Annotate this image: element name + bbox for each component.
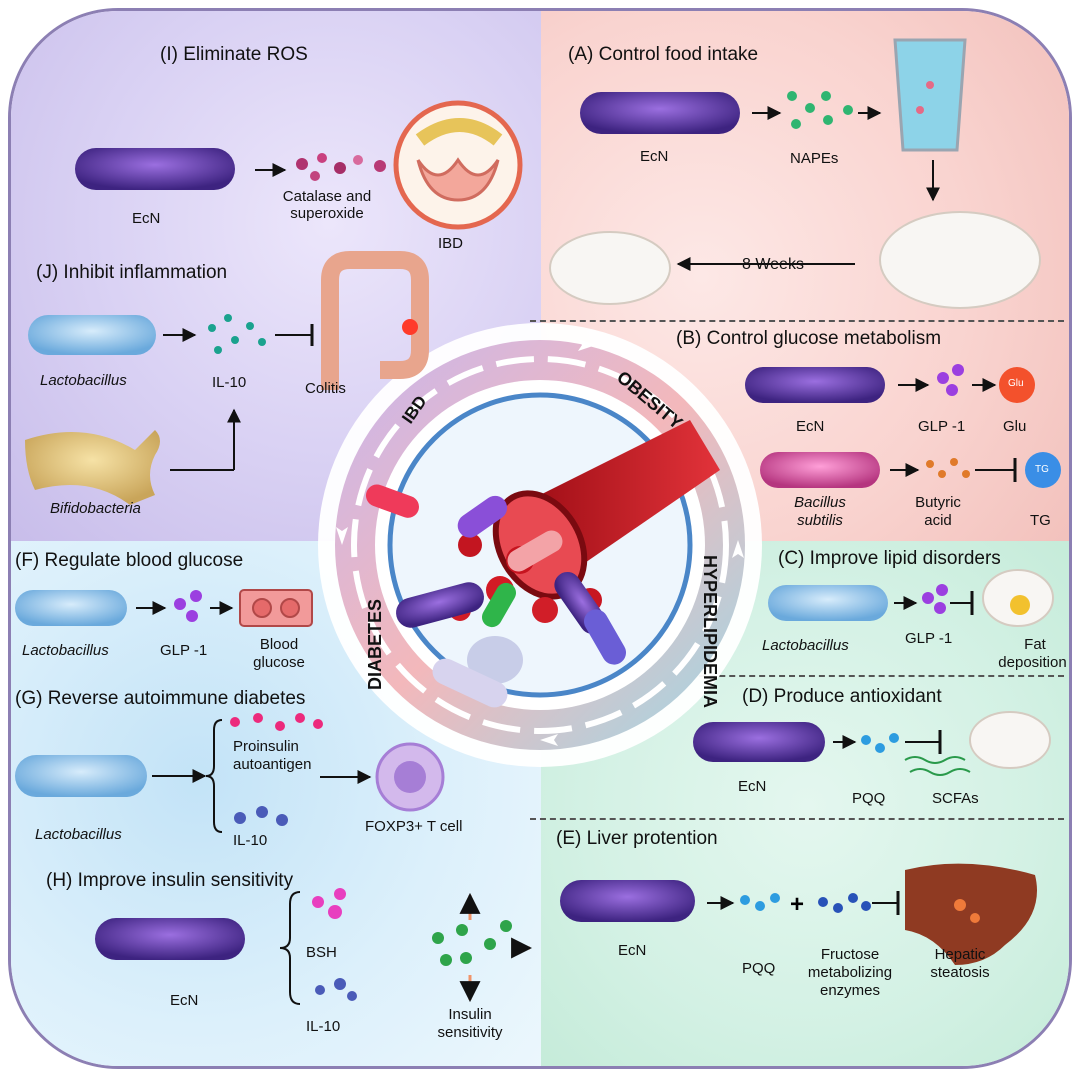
panel-b-title: (B) Control glucose metabolism (676, 328, 942, 349)
panel-j-title: (J) Inhibit inflammation (36, 262, 228, 283)
panel-d-pqq-label: PQQ (852, 790, 886, 807)
panel-h-ecn-label: EcN (170, 992, 199, 1009)
panel-h-sensitivity-label: sensitivity (437, 1024, 503, 1041)
panel-g-title: (G) Reverse autoimmune diabetes (15, 688, 306, 709)
panel-d-title: (D) Produce antioxidant (742, 686, 942, 707)
panel-j-lactobacillus-label: Lactobacillus (40, 372, 127, 389)
panel-i-ibd-label: IBD (438, 235, 464, 252)
center-disease-cycle (318, 323, 762, 767)
panel-e-metabolizing-label: metabolizing (807, 964, 893, 981)
panel-j-colitis-label: Colitis (305, 380, 346, 397)
panel-b-bacillus-label: Bacillus (794, 494, 846, 511)
panel-b-tg-label: TG (1030, 512, 1051, 529)
panel-d-graphics (693, 711, 1051, 776)
panel-c-fat-label: Fat (1024, 636, 1046, 653)
panel-c-deposition-label: deposition (998, 654, 1067, 671)
divider-a-b (530, 320, 1064, 322)
panel-c-glp1-label: GLP -1 (905, 630, 953, 647)
panel-e-graphics: + (560, 863, 1037, 965)
ring-label-hyperlipidemia: HYPERLIPIDEMIA (700, 555, 720, 709)
panel-e-title: (E) Liver protention (556, 828, 718, 849)
panel-b-glp1-label: GLP -1 (918, 418, 966, 435)
panel-j-il10-label: IL-10 (212, 374, 247, 391)
panel-g-graphics (15, 713, 445, 833)
panel-f-blood-label: Blood (259, 636, 299, 653)
divider-d-e (530, 818, 1064, 820)
ring-label-diabetes: DIABETES (365, 598, 385, 690)
divider-c-d (530, 675, 1064, 677)
panel-g-lactobacillus-label: Lactobacillus (35, 826, 122, 843)
panel-a-ecn-label: EcN (640, 148, 669, 165)
panel-h-bsh-label: BSH (306, 944, 337, 961)
panel-b-acid-label: acid (924, 512, 952, 529)
panel-i-catalase-label: Catalase and (282, 188, 372, 205)
panel-j-bifidobacteria-label: Bifidobacteria (50, 500, 141, 517)
panel-e-ecn-label: EcN (618, 942, 647, 959)
panel-f-glp1-label: GLP -1 (160, 642, 208, 659)
panel-i-ecn-label: EcN (132, 210, 161, 227)
tg-icon: TG (1035, 464, 1049, 475)
panel-a-napes-label: NAPEs (790, 150, 839, 167)
panel-b-butyric-label: Butyric (915, 494, 961, 511)
panel-d-scfas-label: SCFAs (932, 790, 979, 807)
panel-c-graphics (768, 569, 1054, 627)
panel-c-title: (C) Improve lipid disorders (778, 548, 1001, 569)
panel-e-hepatic-label: Hepatic (934, 946, 986, 963)
panel-a-graphics (549, 38, 1041, 309)
panel-d-ecn-label: EcN (738, 778, 767, 795)
panel-h-il10-label: IL-10 (306, 1018, 341, 1035)
panel-e-steatosis-label: steatosis (930, 964, 990, 981)
panel-g-foxp3-label: FOXP3+ T cell (365, 818, 463, 835)
panel-i-graphics (75, 100, 523, 230)
panel-b-subtilis-label: subtilis (797, 512, 843, 529)
panel-j-graphics (25, 251, 429, 505)
panel-g-il10-label: IL-10 (233, 832, 268, 849)
glu-icon: Glu (1008, 378, 1024, 389)
panel-b-glu-label: Glu (1003, 418, 1027, 435)
panel-i-superoxide-label: superoxide (290, 205, 364, 222)
panel-f-title: (F) Regulate blood glucose (15, 550, 244, 571)
panel-a-title: (A) Control food intake (568, 44, 759, 65)
panel-e-fructose-label: Fructose (820, 946, 880, 963)
panel-f-glucose-label: glucose (253, 654, 305, 671)
panel-e-enzymes-label: enzymes (819, 982, 881, 999)
panel-f-lactobacillus-label: Lactobacillus (22, 642, 109, 659)
panel-c-lactobacillus-label: Lactobacillus (762, 637, 849, 654)
panel-b-ecn-label: EcN (796, 418, 825, 435)
svg-text:+: + (790, 891, 804, 918)
panel-g-proinsulin-label: Proinsulin (233, 738, 299, 755)
panel-g-autoantigen-label: autoantigen (233, 756, 312, 773)
panel-h-title: (H) Improve insulin sensitivity (46, 870, 294, 891)
panel-a-8weeks-label: 8 Weeks (742, 256, 804, 273)
panel-e-pqq-label: PQQ (742, 960, 776, 977)
panel-h-insulin-label: Insulin (448, 1006, 492, 1023)
panel-i-title: (I) Eliminate ROS (160, 44, 308, 65)
panel-h-graphics (95, 888, 533, 1005)
panel-f-graphics (15, 589, 313, 627)
panel-b-graphics (745, 364, 1061, 488)
